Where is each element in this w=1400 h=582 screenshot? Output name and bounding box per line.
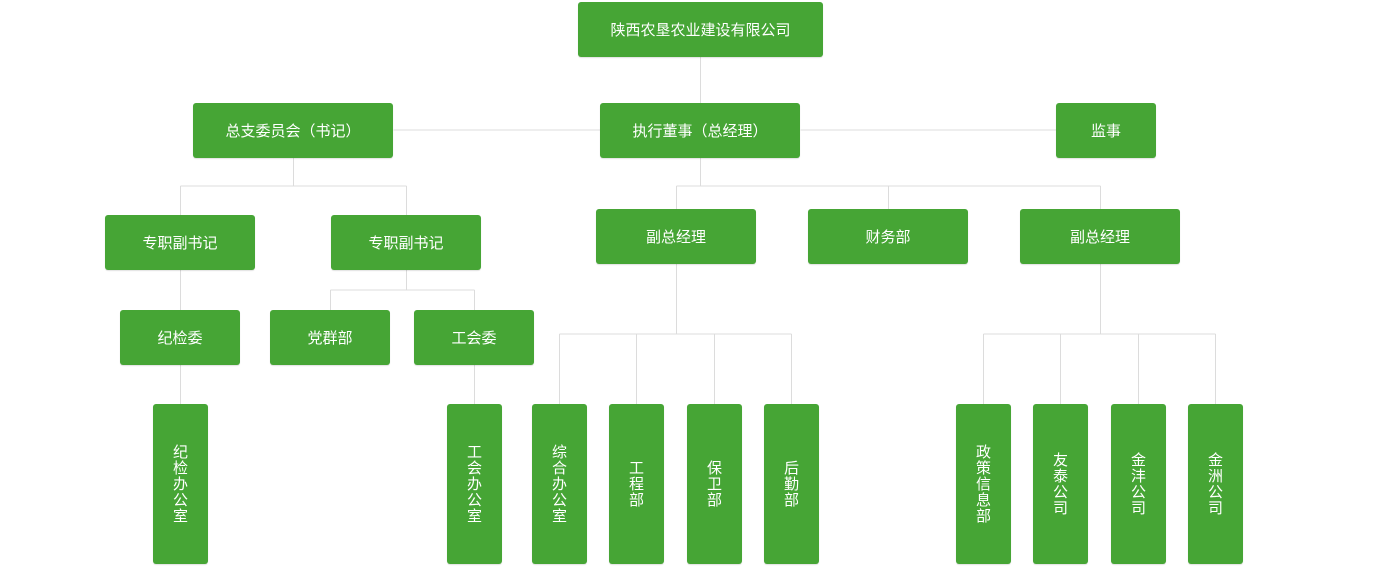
node-security-dept[interactable]: 保卫部 bbox=[687, 404, 742, 564]
node-deputy-secretary-1[interactable]: 专职副书记 bbox=[105, 215, 255, 270]
node-executive-director[interactable]: 执行董事（总经理） bbox=[600, 103, 800, 158]
node-jinzhou-company[interactable]: 金洲公司 bbox=[1188, 404, 1243, 564]
node-logistics-dept[interactable]: 后勤部 bbox=[764, 404, 819, 564]
node-general-office[interactable]: 综合办公室 bbox=[532, 404, 587, 564]
node-branch-committee[interactable]: 总支委员会（书记） bbox=[193, 103, 393, 158]
node-union-committee[interactable]: 工会委 bbox=[414, 310, 534, 365]
node-jinfeng-company[interactable]: 金沣公司 bbox=[1111, 404, 1166, 564]
node-deputy-gm-2[interactable]: 副总经理 bbox=[1020, 209, 1180, 264]
node-youtai-company[interactable]: 友泰公司 bbox=[1033, 404, 1088, 564]
node-discipline-committee[interactable]: 纪检委 bbox=[120, 310, 240, 365]
node-union-office[interactable]: 工会办公室 bbox=[447, 404, 502, 564]
node-finance-dept[interactable]: 财务部 bbox=[808, 209, 968, 264]
node-supervisor[interactable]: 监事 bbox=[1056, 103, 1156, 158]
node-engineering-dept[interactable]: 工程部 bbox=[609, 404, 664, 564]
node-deputy-secretary-2[interactable]: 专职副书记 bbox=[331, 215, 481, 270]
node-party-masses-dept[interactable]: 党群部 bbox=[270, 310, 390, 365]
node-root[interactable]: 陕西农垦农业建设有限公司 bbox=[578, 2, 823, 57]
node-deputy-gm-1[interactable]: 副总经理 bbox=[596, 209, 756, 264]
node-discipline-office[interactable]: 纪检办公室 bbox=[153, 404, 208, 564]
node-policy-info-dept[interactable]: 政策信息部 bbox=[956, 404, 1011, 564]
